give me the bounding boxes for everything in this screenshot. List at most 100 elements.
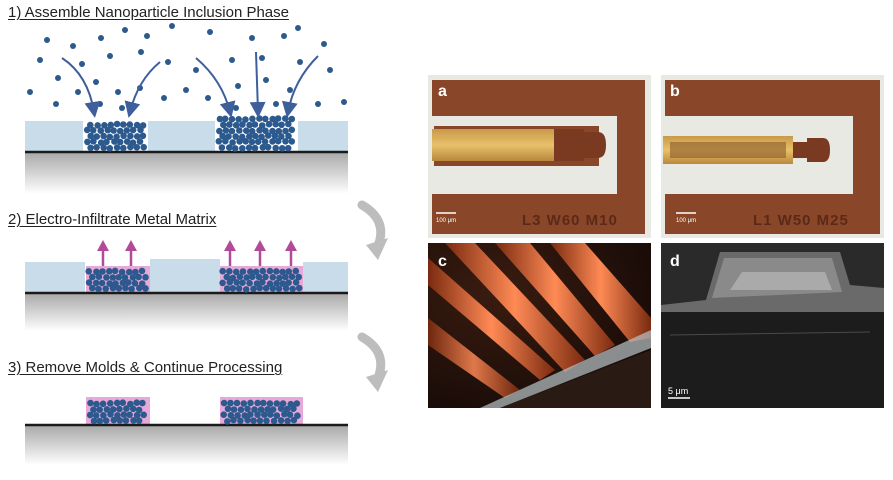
mold-block: [148, 121, 215, 152]
infiltration-arrow: [254, 240, 266, 266]
nanoparticle: [256, 115, 263, 122]
nanoparticle: [227, 412, 235, 419]
nanoparticle: [136, 138, 144, 145]
nanoparticle: [129, 126, 137, 134]
nanoparticle: [118, 268, 126, 276]
nanoparticle: [249, 115, 256, 123]
nanoparticle: [115, 274, 122, 281]
nanoparticle: [100, 144, 107, 151]
nanoparticle: [275, 127, 283, 135]
nanoparticle: [139, 399, 146, 407]
nanoparticle: [281, 410, 288, 418]
nanoparticle: [113, 120, 121, 128]
nanoparticle: [244, 405, 251, 413]
infiltration-arrow: [224, 240, 236, 266]
nanoparticle: [87, 132, 94, 140]
free-nanoparticles: [27, 23, 347, 111]
nanoparticle: [264, 143, 272, 151]
nanoparticle: [273, 412, 281, 419]
nanoparticle: [97, 127, 105, 134]
nanoparticle: [232, 268, 240, 276]
nanoparticle: [279, 400, 287, 407]
nanoparticle: [122, 284, 129, 292]
nanoparticle: [139, 122, 147, 129]
nanoparticle: [84, 138, 91, 146]
nanoparticle: [106, 133, 114, 141]
nanoparticle: [140, 411, 147, 419]
nanoparticle: [288, 126, 296, 134]
nanoparticle: [83, 126, 91, 134]
nanoparticle: [254, 411, 261, 419]
nanoparticle: [259, 278, 266, 286]
nanoparticle: [269, 274, 277, 281]
nanoparticle: [259, 55, 265, 61]
nanoparticle: [103, 274, 110, 281]
nanoparticle: [295, 25, 301, 31]
micrograph-a: a 100 μm L3 W60 M10: [428, 75, 651, 238]
nanoparticle: [246, 121, 253, 129]
nanoparticle: [278, 145, 286, 152]
nanoparticle: [102, 285, 109, 293]
nanoparticle: [138, 49, 144, 55]
nanoparticle: [254, 399, 261, 407]
deposition-arrow: [281, 55, 319, 118]
nanoparticle: [123, 405, 130, 412]
panel-label-a: a: [438, 83, 447, 100]
nanoparticle: [115, 89, 121, 95]
nanoparticle: [133, 133, 141, 140]
nanoparticle: [273, 280, 280, 287]
nanoparticle: [101, 122, 108, 129]
nanoparticle: [294, 412, 301, 420]
nanoparticle: [122, 417, 130, 424]
nanoparticle: [135, 417, 143, 425]
nanoparticle: [37, 57, 43, 63]
nanoparticle: [109, 406, 117, 413]
nanoparticle: [219, 267, 226, 275]
nanoparticle: [138, 267, 146, 275]
nanoparticle: [224, 418, 231, 425]
mold-block: [150, 259, 220, 293]
nanoparticle: [237, 406, 245, 414]
panel-label-c: c: [438, 253, 447, 270]
nanoparticle: [116, 138, 124, 146]
nanoparticle: [236, 273, 244, 281]
nanoparticle: [132, 268, 139, 276]
nanoparticle: [85, 279, 93, 286]
nanoparticle: [119, 279, 127, 287]
deposition-arrow: [249, 51, 266, 118]
nanoparticle: [127, 132, 134, 140]
nanoparticle: [256, 417, 264, 425]
nanoparticle: [247, 411, 254, 418]
nanoparticle: [86, 411, 94, 419]
nanoparticle: [321, 41, 327, 47]
nanoparticle: [109, 274, 117, 281]
nanoparticle: [140, 143, 147, 151]
nanoparticle: [287, 87, 293, 93]
nanoparticle: [219, 132, 226, 140]
nanoparticle: [277, 405, 285, 412]
nanoparticle: [250, 417, 257, 425]
step-3-title: 3) Remove Molds & Continue Processing: [8, 359, 283, 376]
mold-block: [303, 262, 348, 293]
nanoparticle: [97, 139, 105, 146]
infiltration-arrows: [97, 240, 297, 266]
chip-label-b: L1 W50 M25: [753, 212, 849, 229]
nanoparticle: [133, 144, 141, 151]
mold-block: [25, 262, 85, 293]
nanoparticle: [221, 115, 229, 123]
nanoparticle: [133, 399, 140, 407]
nanoparticle: [261, 411, 268, 419]
nanoparticle: [205, 95, 211, 101]
nanoparticle: [235, 116, 242, 123]
nanoparticle: [257, 406, 265, 413]
nanoparticle: [87, 144, 94, 152]
nanoparticle: [70, 43, 76, 49]
micrograph-c: c: [428, 243, 651, 408]
step-2-diagram: [25, 240, 348, 331]
nanoparticle: [287, 400, 295, 408]
nanoparticle: [129, 139, 137, 146]
nanoparticle: [229, 57, 235, 63]
step-3-diagram: [25, 397, 348, 465]
nanoparticle: [138, 280, 146, 288]
